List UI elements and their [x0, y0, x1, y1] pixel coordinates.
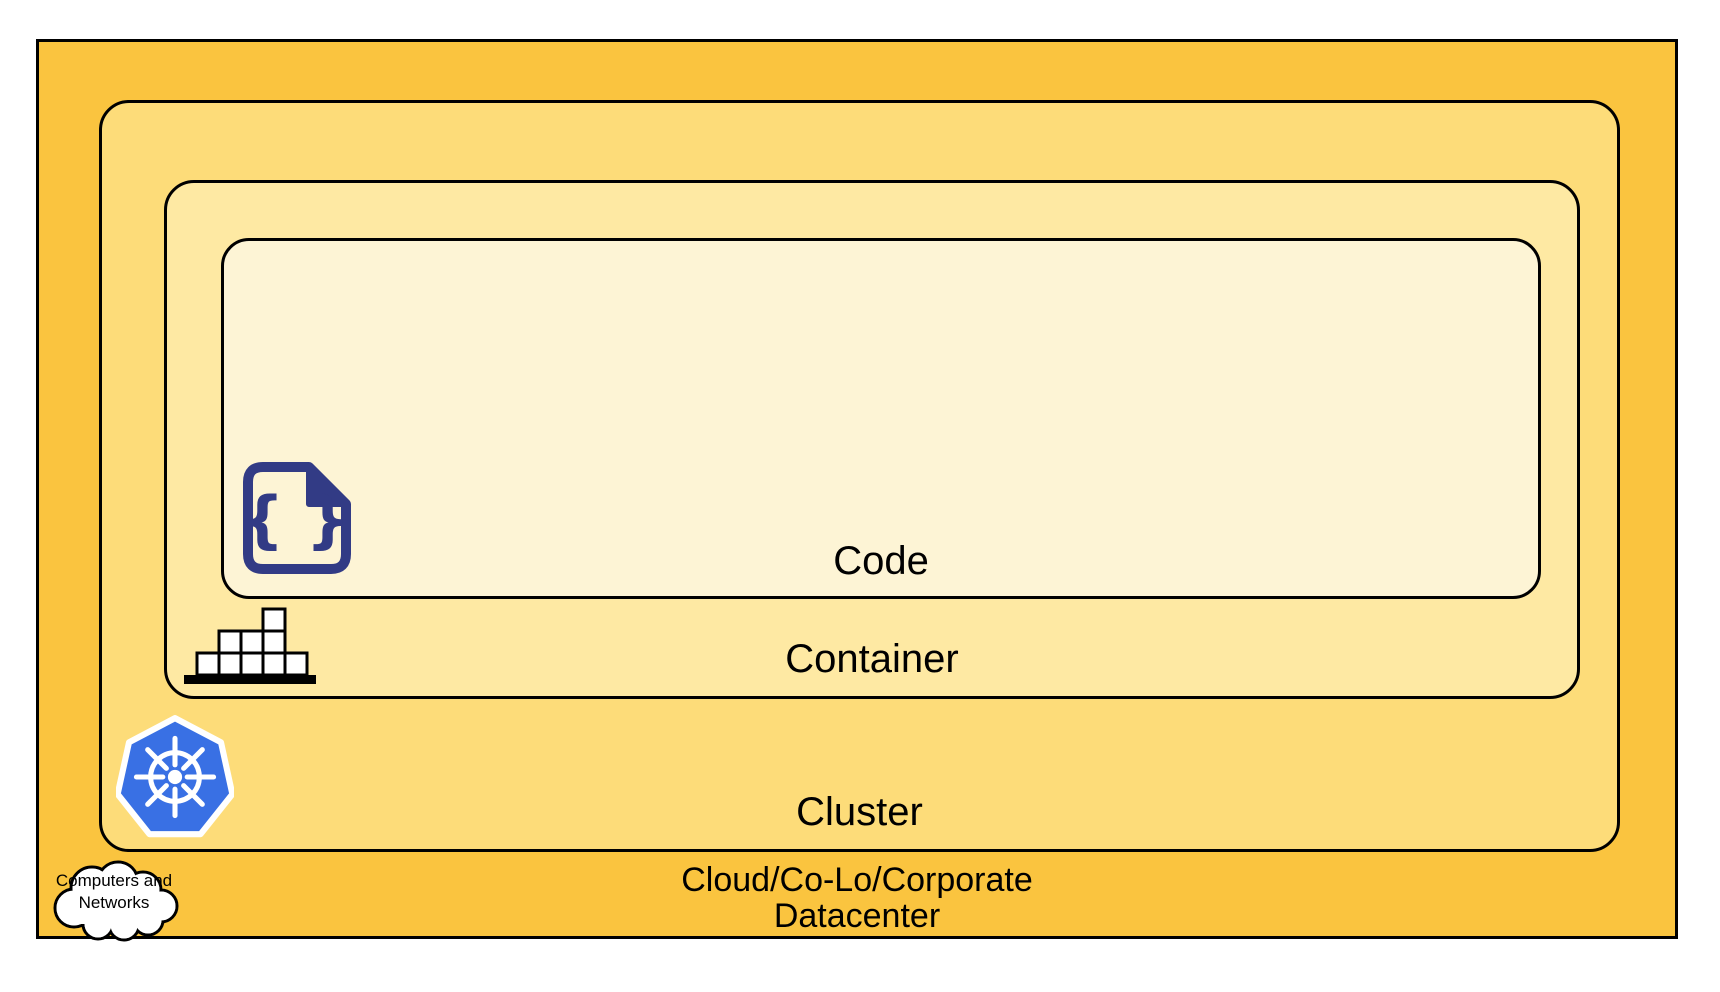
cloud-label-line1: Computers and [55, 871, 173, 890]
cloud-icon: Computers and Networks [40, 848, 188, 942]
cloud-label-line2: Networks [78, 893, 150, 912]
cloud-label: Computers and Networks [40, 870, 188, 914]
datacenter-label: Cloud/Co-Lo/Corporate Datacenter [39, 862, 1675, 934]
code-braces-glyph: { } [240, 483, 350, 556]
code-file-icon: { } [237, 458, 357, 578]
kubernetes-icon [116, 710, 234, 844]
container-boxes-icon [183, 606, 317, 686]
code-label: Code [833, 539, 929, 583]
datacenter-label-line2: Datacenter [773, 897, 941, 935]
datacenter-label-line1: Cloud/Co-Lo/Corporate [681, 861, 1033, 899]
container-label: Container [785, 637, 959, 681]
cluster-label: Cluster [796, 790, 923, 834]
code-layer-box: Code [221, 238, 1541, 599]
